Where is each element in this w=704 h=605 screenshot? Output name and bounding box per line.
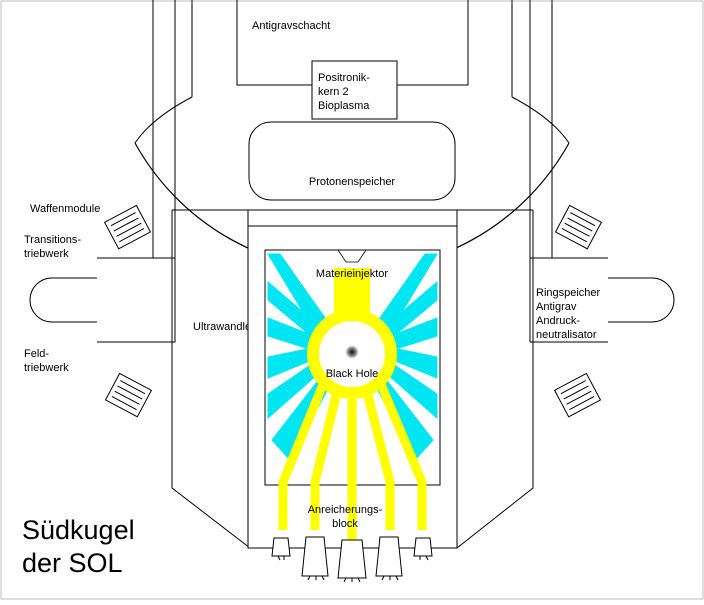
right-ring-block: [529, 257, 608, 343]
yellow-streams: [278, 380, 427, 545]
proton-storage-label: Protonenspeicher: [309, 176, 396, 188]
weapon-module-lower-right: [553, 372, 602, 418]
stream-1: [278, 380, 329, 530]
stream-5: [375, 380, 427, 530]
left-field-drive: [29, 277, 97, 323]
stream-2: [310, 386, 343, 530]
weapon-body: [553, 372, 602, 418]
positronik-core: [311, 60, 398, 120]
diagram-title-line-1: Südkugel: [22, 515, 135, 545]
black-hole-ring: [307, 309, 397, 399]
matter-injector-label: Materieinjektor: [316, 268, 388, 280]
nozzle-large-3: [375, 536, 403, 577]
positronik-label-2: kern 2: [318, 86, 349, 98]
antigrav-shaft-label: Antigravschacht: [252, 20, 330, 32]
antigrav-shaft: [236, 0, 469, 86]
weapon-grille: [560, 380, 595, 411]
weapon-grille: [111, 380, 146, 411]
weapon-grille: [561, 212, 596, 243]
ring-storage-label-2: Antigrav: [536, 301, 577, 313]
weapon-grille: [110, 212, 145, 243]
weapon-body: [103, 204, 152, 250]
sphere-shoulder: [134, 96, 570, 144]
ultraconverter-label: Ultrawandler: [193, 321, 255, 333]
nozzle-exhaust-lines: [277, 555, 429, 583]
field-drive-label-1: Feld-: [24, 348, 49, 360]
transition-drive-label-1: Transitions-: [24, 234, 81, 246]
diagram-title-line-2: der SOL: [22, 548, 123, 578]
weapon-modules-label: Waffenmodule: [30, 203, 100, 215]
weapon-module-upper-right: [554, 204, 603, 250]
weapon-module-upper-left: [103, 204, 152, 250]
positronik-label-3: Bioplasma: [318, 100, 370, 112]
left-ring-block: [97, 257, 176, 343]
ring-storage-label-4: neutralisator: [536, 329, 597, 341]
energy-rays: [267, 253, 438, 461]
ring-storage-label-3: Andruck-: [536, 315, 580, 327]
nozzle-small-1: [271, 537, 291, 557]
black-hole-icon: [345, 345, 359, 359]
upper-hull-edges: [191, 0, 513, 97]
stream-4: [361, 386, 395, 530]
weapon-body: [104, 372, 153, 418]
enrichment-block-label-2: block: [332, 518, 358, 530]
weapon-body: [554, 204, 603, 250]
injector-nozzle: [337, 249, 367, 263]
ring-storage-label-1: Ringspeicher: [536, 287, 601, 299]
proton-storage: [248, 121, 456, 201]
field-drive-label-2: triebwerk: [24, 362, 69, 374]
enrichment-block-label-1: Anreicherungs-: [308, 504, 383, 516]
ultraconverter-housing: [171, 209, 534, 549]
positronik-label-1: Positronik-: [318, 72, 370, 84]
support-pillars: [152, 0, 553, 260]
transition-drive-label-2: triebwerk: [24, 248, 69, 260]
thruster-nozzles: [271, 536, 433, 583]
weapon-module-lower-left: [104, 372, 153, 418]
black-hole-label: Black Hole: [326, 368, 379, 380]
nozzle-large-1: [301, 536, 329, 577]
right-ring-extension: [608, 277, 675, 323]
nozzle-small-2: [413, 537, 433, 557]
nozzle-large-2: [337, 539, 367, 579]
